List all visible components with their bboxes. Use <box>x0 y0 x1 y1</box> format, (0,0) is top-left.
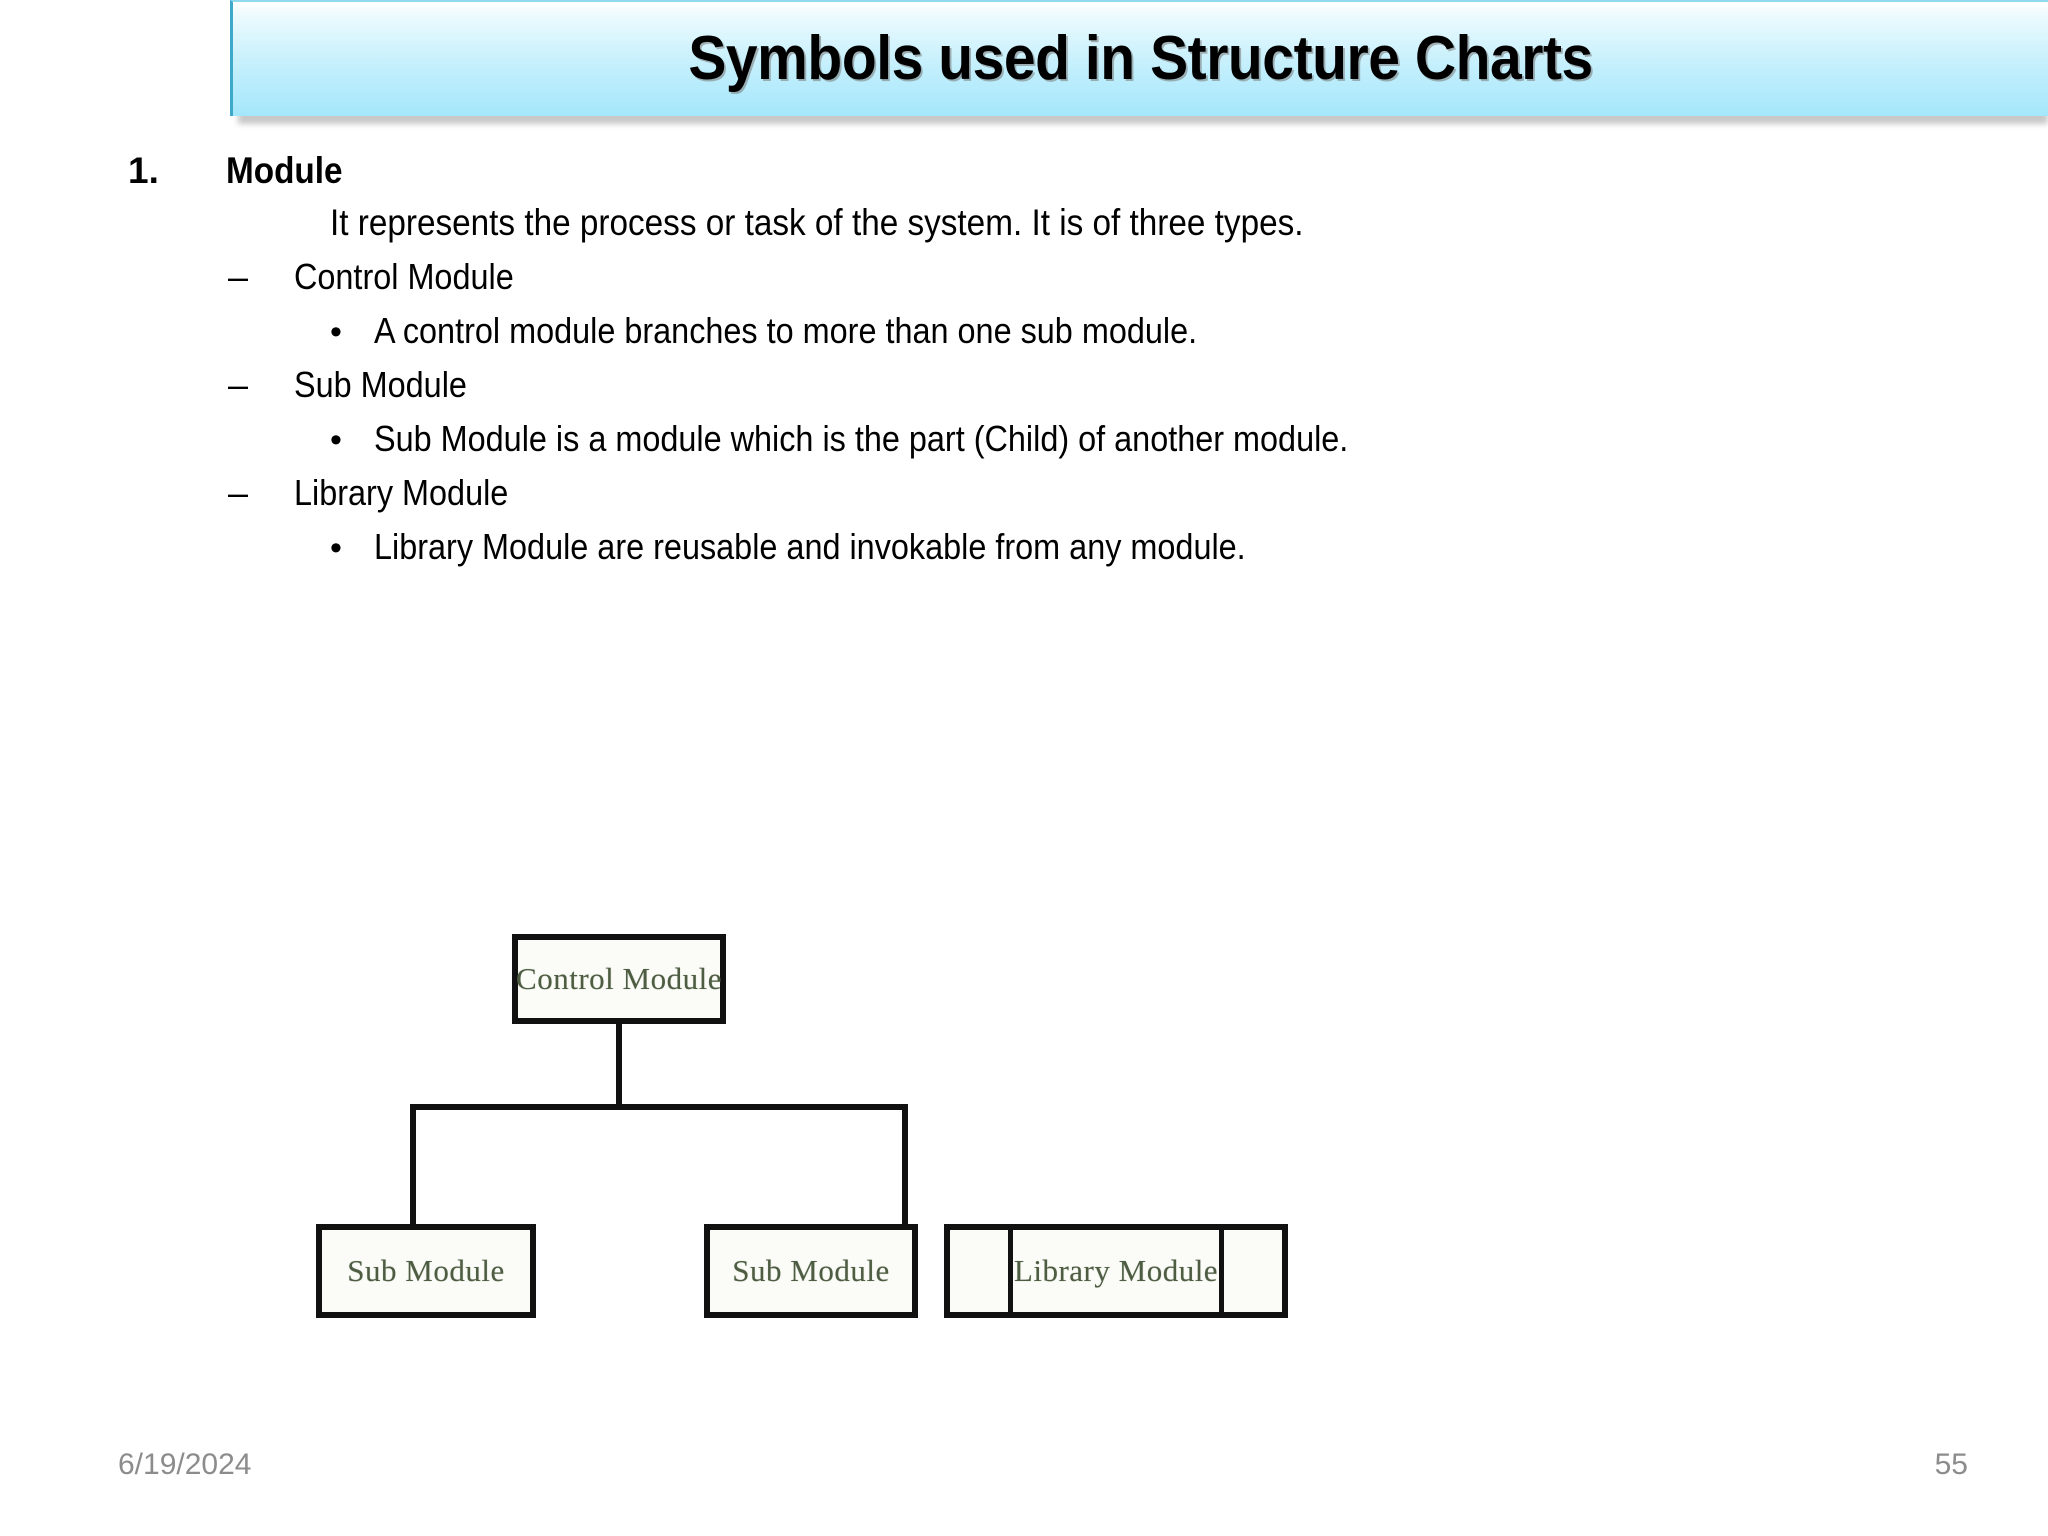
list-item-library-module-detail: • Library Module are reusable and invoka… <box>0 526 2048 568</box>
diagram-connector-vertical-right <box>902 1104 908 1226</box>
library-module-right-divider <box>1219 1230 1224 1312</box>
round-bullet-icon: • <box>330 313 342 351</box>
list-item-label: A control module branches to more than o… <box>374 310 1198 351</box>
diagram-node-control-module: Control Module <box>512 934 726 1024</box>
list-item-control-module: – Control Module <box>0 256 2048 298</box>
paragraph-text: It represents the process or task of the… <box>330 202 1304 243</box>
footer-date: 6/19/2024 <box>118 1448 252 1481</box>
diagram-node-library-module: Library Module <box>944 1224 1288 1318</box>
diagram-connector-vertical-left <box>410 1104 416 1226</box>
paragraph-module-description: It represents the process or task of the… <box>0 202 2048 244</box>
list-item-library-module: – Library Module <box>0 472 2048 514</box>
round-bullet-icon: • <box>330 421 342 459</box>
list-item-label: Library Module are reusable and invokabl… <box>374 526 1246 567</box>
list-item-label: Sub Module is a module which is the part… <box>374 418 1349 459</box>
slide-body: 1. Module It represents the process or t… <box>0 150 2048 580</box>
round-bullet-icon: • <box>330 529 342 567</box>
list-item-sub-module: – Sub Module <box>0 364 2048 406</box>
dash-bullet-icon: – <box>228 364 249 405</box>
diagram-node-sub-module-left: Sub Module <box>316 1224 536 1318</box>
list-item-control-module-detail: • A control module branches to more than… <box>0 310 2048 352</box>
list-item-label: Module <box>226 150 343 191</box>
structure-chart-diagram: Control Module Sub Module Sub Module Lib… <box>300 930 1320 1350</box>
dash-bullet-icon: – <box>228 256 249 297</box>
diagram-connector-horizontal <box>410 1104 908 1110</box>
title-banner-container: Symbols used in Structure Charts <box>230 0 2048 124</box>
diagram-node-sub-module-right: Sub Module <box>704 1224 918 1318</box>
list-item-label: Control Module <box>294 256 514 297</box>
list-item-sub-module-detail: • Sub Module is a module which is the pa… <box>0 418 2048 460</box>
list-item-module: 1. Module <box>0 150 2048 192</box>
title-banner: Symbols used in Structure Charts <box>230 0 2048 116</box>
library-module-left-divider <box>1008 1230 1013 1312</box>
list-item-label: Library Module <box>294 472 509 513</box>
list-item-label: Sub Module <box>294 364 467 405</box>
list-marker-number: 1. <box>128 150 159 191</box>
dash-bullet-icon: – <box>228 472 249 513</box>
diagram-node-library-module-label: Library Module <box>1013 1253 1219 1288</box>
footer-page-number: 55 <box>1934 1448 1968 1481</box>
diagram-connector-vertical-root <box>616 1024 622 1108</box>
page-title: Symbols used in Structure Charts <box>688 24 1593 93</box>
